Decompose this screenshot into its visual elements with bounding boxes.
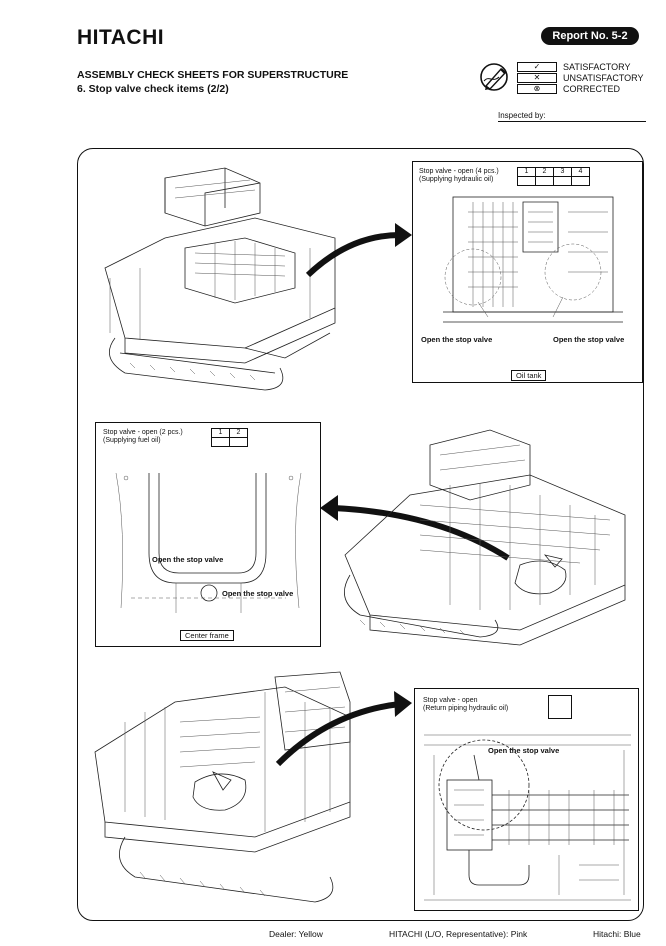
document-subtitle: 6. Stop valve check items (2/2) [77, 83, 229, 95]
legend-satisfactory: ✓ SATISFACTORY [517, 62, 631, 72]
panel1-check-box-1[interactable] [517, 176, 536, 186]
report-number-badge: Report No. 5-2 [541, 27, 639, 45]
legend-label-corrected: CORRECTED [563, 84, 621, 94]
legend-mark-corrected: ⊗ [517, 84, 557, 94]
return-piping-drawing [424, 734, 631, 901]
panel3-label: Open the stop valve [488, 746, 560, 755]
hitachi-logo: HITACHI [77, 26, 165, 49]
panel3-caption-line1: Stop valve - open [423, 697, 478, 704]
panel1-label-left: Open the stop valve [421, 335, 493, 344]
panel2-check-table: 1 2 [211, 428, 248, 447]
panel3-check-box[interactable] [548, 695, 572, 719]
panel1-check-col-3: 3 [553, 167, 572, 177]
panel1-check-table: 1 2 3 4 [517, 167, 590, 186]
excavator-illustration-top [104, 167, 336, 391]
panel1-caption-line1: Stop valve - open (4 pcs.) [419, 168, 499, 175]
footer-dealer: Dealer: Yellow [269, 929, 323, 939]
legend-label-satisfactory: SATISFACTORY [563, 62, 631, 72]
legend-corrected: ⊗ CORRECTED [517, 84, 620, 94]
footer-hitachi-representative: HITACHI (L/O, Representative): Pink [389, 929, 528, 939]
panel-return-piping-stop-valve: Stop valve - open (Return piping hydraul… [414, 688, 639, 911]
pointer-arrow-3-icon [275, 691, 412, 767]
panel2-label-right: Open the stop valve [222, 589, 294, 598]
legend-unsatisfactory: ✕ UNSATISFACTORY [517, 73, 644, 83]
panel2-caption-line1: Stop valve - open (2 pcs.) [103, 429, 183, 436]
panel1-caption-line2: (Supplying hydraulic oil) [419, 176, 494, 183]
panel2-caption-line2: (Supplying fuel oil) [103, 437, 161, 444]
pointer-arrow-1-icon [305, 223, 412, 278]
panel1-label-right: Open the stop valve [553, 335, 625, 344]
legend-mark-unsatisfactory: ✕ [517, 73, 557, 83]
panel2-check-col-2: 2 [229, 428, 248, 438]
inspection-pen-icon [480, 63, 508, 91]
footer-hitachi: Hitachi: Blue [593, 929, 641, 939]
panel2-bottom-label: Center frame [180, 630, 234, 641]
panel1-check-col-2: 2 [535, 167, 554, 177]
document-title: ASSEMBLY CHECK SHEETS FOR SUPERSTRUCTURE [77, 69, 349, 81]
panel2-check-box-2[interactable] [229, 437, 248, 447]
panel1-check-col-1: 1 [517, 167, 536, 177]
panel2-check-box-1[interactable] [211, 437, 230, 447]
inspected-by-field[interactable]: Inspected by: [498, 111, 646, 122]
excavator-illustration-middle [343, 429, 626, 646]
panel1-check-box-2[interactable] [535, 176, 554, 186]
oil-tank-drawing [443, 196, 623, 323]
legend-label-unsatisfactory: UNSATISFACTORY [563, 73, 644, 83]
panel-hydraulic-oil-stop-valves: Stop valve - open (4 pcs.) (Supplying hy… [412, 161, 643, 383]
main-illustration-frame [77, 148, 644, 921]
panel1-check-col-4: 4 [571, 167, 590, 177]
panel1-check-box-4[interactable] [571, 176, 590, 186]
pointer-arrow-2-icon [320, 495, 510, 561]
panel1-bottom-label: Oil tank [511, 370, 547, 381]
panel2-check-col-1: 1 [211, 428, 230, 438]
legend-mark-satisfactory: ✓ [517, 62, 557, 72]
panel-fuel-oil-stop-valves: Stop valve - open (2 pcs.) (Supplying fu… [95, 422, 321, 647]
panel1-check-box-3[interactable] [553, 176, 572, 186]
excavator-illustration-bottom [94, 671, 351, 903]
panel2-label-left: Open the stop valve [152, 555, 224, 564]
panel3-caption-line2: (Return piping hydraulic oil) [423, 705, 509, 712]
center-frame-drawing [115, 472, 302, 613]
